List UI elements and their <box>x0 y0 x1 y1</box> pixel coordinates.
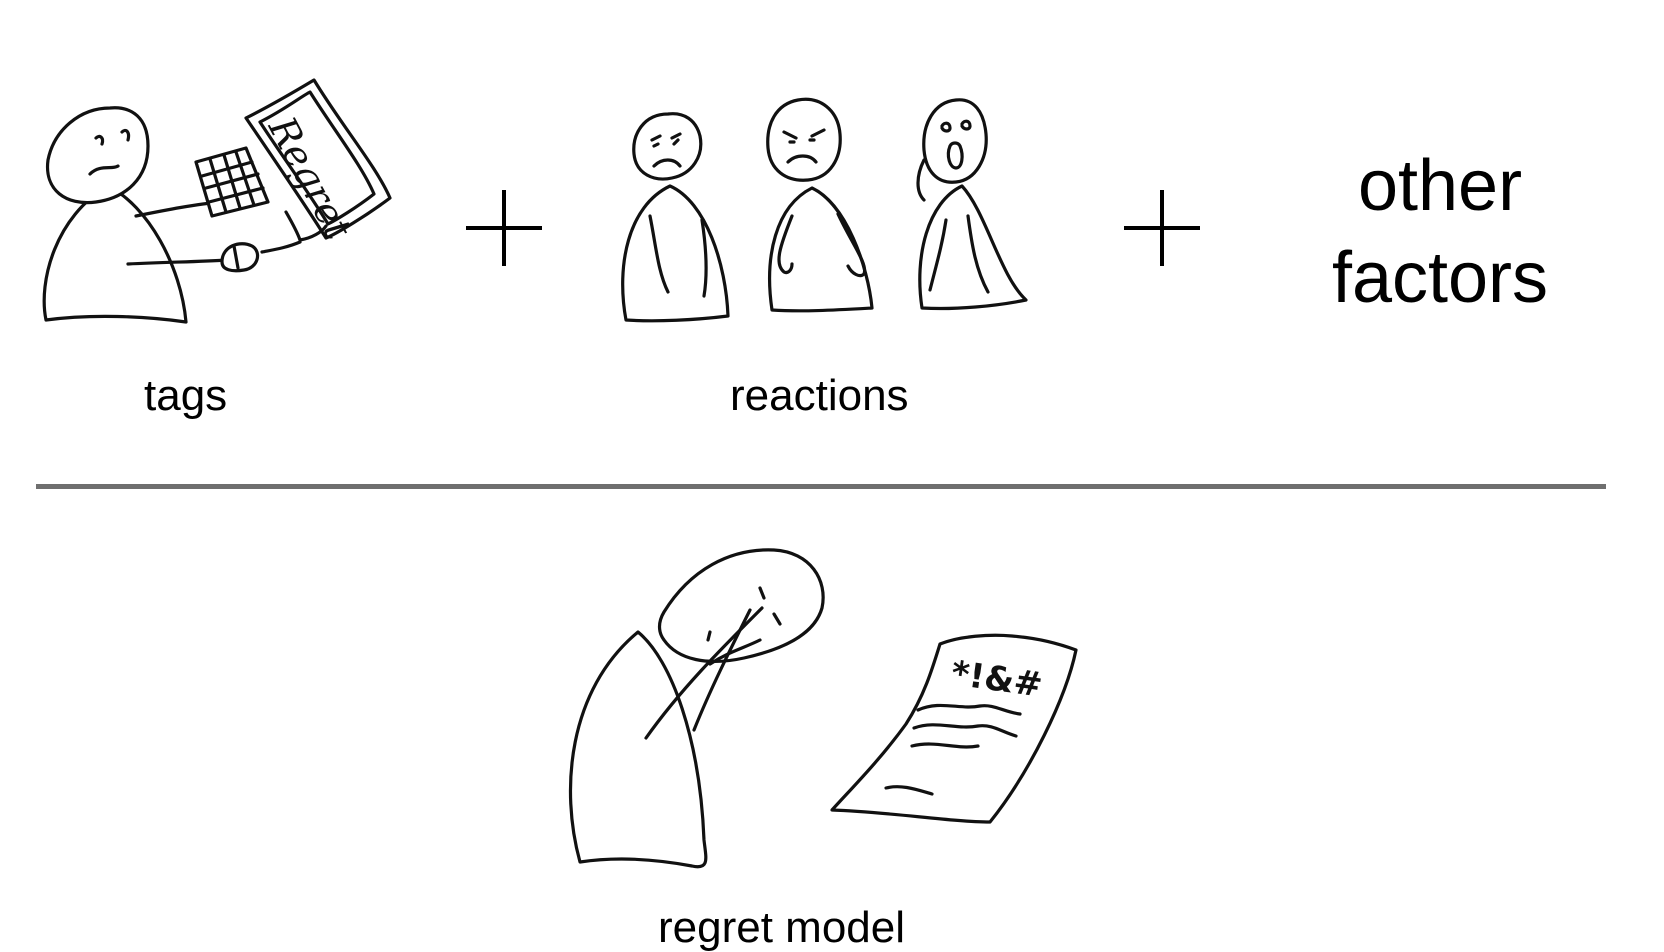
other-factors-text: other factors <box>1290 140 1590 324</box>
person-at-computer-icon: Regret <box>42 78 392 324</box>
reactions-label: reactions <box>730 371 909 420</box>
other-factors-line-1: other <box>1357 146 1523 226</box>
regret-model-label: regret model <box>658 903 906 952</box>
plus-sign-2 <box>1124 190 1200 266</box>
three-reacting-people-icon <box>621 97 1028 323</box>
plus-sign-1 <box>466 190 542 266</box>
tags-label: tags <box>144 371 228 420</box>
other-factors-line-2: factors <box>1331 238 1549 318</box>
regretful-person-with-paper-icon: *!&# <box>568 548 1078 869</box>
divider-line <box>36 484 1606 489</box>
